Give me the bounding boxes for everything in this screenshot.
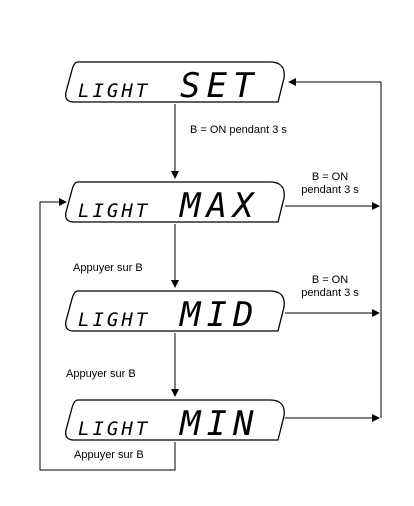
display-big-word: MAX [179,186,259,226]
note-press-b-max: Appuyer sur B [73,262,143,274]
display-small-word: LIGHT [78,309,150,331]
display-light-max: LIGHT MAX [65,181,285,226]
display-big-word: SET [180,66,259,106]
display-light-mid: LIGHT MID [65,290,285,335]
display-frame [65,61,285,103]
note-press-b-mid: Appuyer sur B [66,368,136,380]
display-light-min: LIGHT MIN [65,399,285,444]
note-b-on-max-line2: pendant 3 s [301,184,359,196]
loop-min-to-max-line [39,198,176,471]
display-frame [65,290,285,332]
display-small-word: LIGHT [78,80,150,102]
note-b-on-3s: B = ON pendant 3 s [190,124,287,136]
display-big-word: MID [179,295,259,335]
note-b-on-mid-line2: pendant 3 s [301,287,359,299]
display-frame [65,181,285,223]
display-frame [65,399,285,441]
display-small-word: LIGHT [78,200,150,222]
display-light-set: LIGHT SET [65,61,285,106]
note-press-b-min: Appuyer sur B [74,449,144,461]
note-b-on-max-line1: B = ON [312,171,348,183]
display-small-word: LIGHT [78,418,150,440]
note-b-on-mid-line1: B = ON [312,274,348,286]
display-big-word: MIN [179,404,259,444]
